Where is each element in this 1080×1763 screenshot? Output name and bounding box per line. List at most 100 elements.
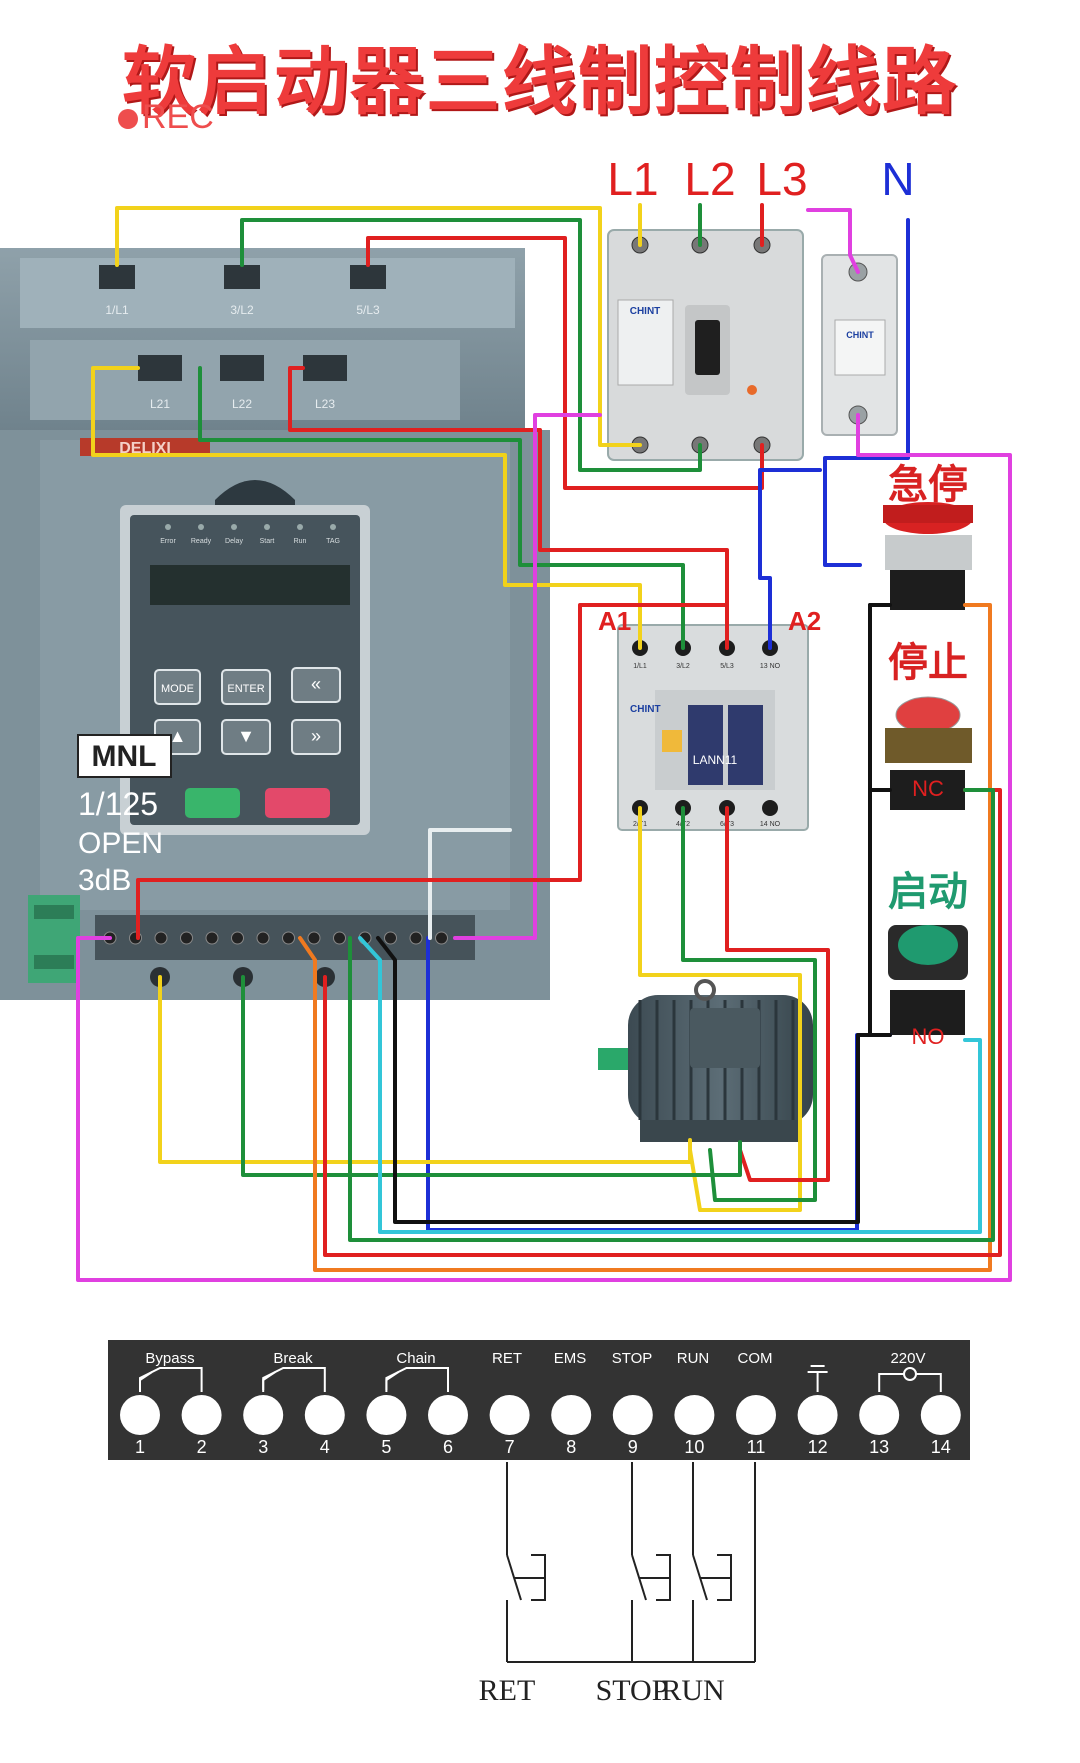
bypass-terminal-label: L21 xyxy=(150,397,170,411)
motor-foot xyxy=(640,1120,800,1142)
supply-label-l2: L2 xyxy=(684,153,735,205)
wire-magenta-ctrl xyxy=(453,413,602,940)
bypass-terminal[interactable] xyxy=(303,355,347,381)
control-terminal-screw[interactable] xyxy=(180,931,193,945)
strip-terminal[interactable] xyxy=(428,1395,468,1435)
input-terminal[interactable] xyxy=(350,265,386,289)
status-led-label: Start xyxy=(260,538,275,545)
wire-green-motor xyxy=(681,806,817,1202)
contactor-bottom-terminal[interactable] xyxy=(762,800,778,816)
stop-key[interactable] xyxy=(265,788,330,818)
breaker-test-button[interactable] xyxy=(747,385,757,395)
control-terminal-screw[interactable] xyxy=(409,931,423,945)
start-contact-block xyxy=(890,990,965,1035)
lcd-screen xyxy=(150,565,350,605)
strip-terminal-number: 12 xyxy=(808,1437,828,1457)
strip-terminal[interactable] xyxy=(920,1395,961,1435)
strip-group-label: RUN xyxy=(677,1350,710,1367)
wire-green-bypass xyxy=(198,366,685,650)
strip-terminal[interactable] xyxy=(551,1395,592,1435)
strip-terminal[interactable] xyxy=(612,1395,653,1435)
rec-dot-icon xyxy=(118,109,138,130)
control-schematic xyxy=(506,1462,756,1663)
switch-actuator xyxy=(717,1554,732,1601)
estop-contact-block xyxy=(890,570,965,610)
contactor-aux-1 xyxy=(688,705,723,785)
strip-group-label: Chain xyxy=(396,1350,435,1367)
strip-terminal[interactable] xyxy=(859,1395,900,1435)
keypad-key-label: ENTER xyxy=(227,683,264,695)
contactor-aux-2 xyxy=(728,705,763,785)
stop-cap[interactable] xyxy=(895,696,961,734)
wire-green-in xyxy=(240,218,702,472)
supply-220v-symbol xyxy=(903,1367,917,1381)
bypass-terminal[interactable] xyxy=(138,355,182,381)
strip-group-label: STOP xyxy=(612,1350,653,1367)
run-key[interactable] xyxy=(185,788,240,818)
stop-button[interactable] xyxy=(885,696,972,810)
strip-terminal-number: 5 xyxy=(381,1437,391,1457)
contactor-top-terminal-label: 1/L1 xyxy=(633,663,647,670)
strip-terminal-number: 6 xyxy=(443,1437,453,1457)
status-led-label: Ready xyxy=(191,538,212,545)
strip-terminal[interactable] xyxy=(181,1395,222,1435)
strip-terminal[interactable] xyxy=(243,1395,284,1435)
sp-breaker-brand: CHINT xyxy=(846,330,874,340)
rec-indicator: REC xyxy=(118,98,214,137)
strip-terminal[interactable] xyxy=(489,1395,530,1435)
strip-terminal-number: 3 xyxy=(258,1437,268,1457)
schematic-label: RET xyxy=(479,1674,536,1707)
strip-terminal[interactable] xyxy=(674,1395,715,1435)
supply-label-l3: L3 xyxy=(756,153,807,205)
wire-green2-ctrl xyxy=(348,788,995,1242)
control-terminal-screw[interactable] xyxy=(307,931,321,945)
estop-collar xyxy=(885,535,972,570)
strip-group-label: EMS xyxy=(554,1350,587,1367)
control-terminal-screw[interactable] xyxy=(256,931,270,945)
input-terminal[interactable] xyxy=(224,265,260,289)
keypad-key[interactable] xyxy=(221,669,271,705)
control-terminal-screw[interactable] xyxy=(384,931,397,945)
strip-terminal[interactable] xyxy=(736,1395,776,1435)
switch-actuator xyxy=(639,1554,671,1579)
breaker-toggle[interactable] xyxy=(695,320,720,375)
motor xyxy=(598,979,813,1142)
wire-magenta-loop xyxy=(76,413,1012,1282)
strip-group-label: Break xyxy=(273,1350,313,1367)
strip-terminal[interactable] xyxy=(304,1395,345,1435)
control-terminal-screw[interactable] xyxy=(282,931,295,945)
keypad-key[interactable] xyxy=(154,669,201,705)
button-label: 急停 xyxy=(888,462,968,508)
strip-terminal[interactable] xyxy=(120,1395,160,1435)
control-terminal-screw[interactable] xyxy=(154,931,168,945)
start-button[interactable] xyxy=(888,925,968,1035)
coil-a2-label: A2 xyxy=(788,606,821,636)
start-cap[interactable] xyxy=(898,925,958,965)
strip-group-label: RET xyxy=(492,1350,522,1367)
strip-terminal[interactable] xyxy=(366,1395,407,1435)
control-terminal-screw[interactable] xyxy=(231,931,244,945)
input-terminal[interactable] xyxy=(99,265,135,289)
keypad-key[interactable] xyxy=(221,719,271,755)
contactor-bottom-terminal-label: 14 NO xyxy=(760,821,781,828)
keypad-key-label: ▲ xyxy=(169,726,187,746)
keypad-key[interactable] xyxy=(291,667,341,703)
stop-contact-block xyxy=(890,770,965,810)
emergency-stop-button[interactable] xyxy=(883,502,973,610)
motor-shaft xyxy=(598,1048,633,1070)
status-led xyxy=(330,524,336,530)
breaker-label-plate xyxy=(617,299,674,386)
bypass-terminal[interactable] xyxy=(220,355,264,381)
strip-group-label: COM xyxy=(738,1350,773,1367)
keypad-key[interactable] xyxy=(291,719,341,755)
control-terminal-screw[interactable] xyxy=(333,931,346,945)
wire-red-bypass xyxy=(288,366,729,650)
stop-collar xyxy=(885,728,972,763)
control-terminal-screw[interactable] xyxy=(205,931,219,945)
control-terminal-screw[interactable] xyxy=(435,931,448,945)
strip-terminal[interactable] xyxy=(797,1395,838,1435)
contactor-model: LANN11 xyxy=(693,753,738,767)
wire-yellow-in xyxy=(115,206,642,447)
